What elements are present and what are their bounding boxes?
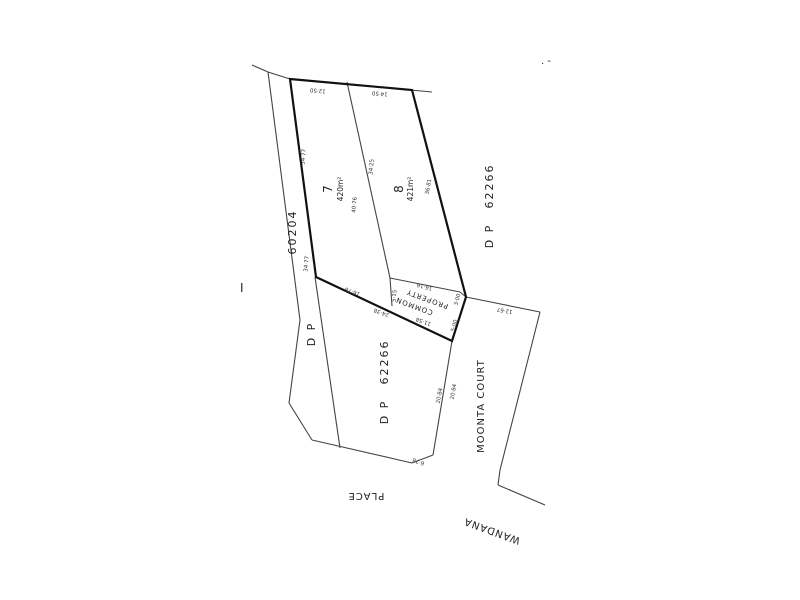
place-frontage	[311, 439, 413, 464]
moonta-north-boundary	[465, 296, 541, 313]
street-moonta-court: MOONTA COURT	[476, 359, 487, 453]
dim-top-lot7: 12·50	[309, 86, 326, 93]
east-boundary-tail	[497, 469, 501, 486]
dim-cp-east: 3·00	[454, 293, 463, 307]
dim-moonta-frontage: 12·67	[496, 306, 513, 315]
dim-cp-north: 16·16	[416, 281, 433, 291]
dim-cp-west: 5·15	[391, 289, 398, 302]
dim-lot8-mid: 34·25	[368, 158, 375, 175]
lower-lot-divider	[314, 276, 341, 449]
dim-east-boundary-b: 20·84	[450, 383, 459, 400]
dim-cp-se: 5·00	[451, 319, 460, 333]
west-road-boundary-lower	[288, 319, 301, 404]
common-property-north	[389, 277, 461, 293]
street-wandana: WANDANA	[462, 515, 522, 546]
dimension-labels: 12·50 14·50 34·77 40·76 34·25 36·81 34·7…	[300, 86, 513, 466]
place-corner-upper	[288, 402, 313, 441]
lot7-lot8-divider	[346, 81, 391, 279]
west-road-boundary	[267, 71, 301, 321]
dim-lot7-west-lower: 34·77	[303, 255, 310, 272]
subject-parcel-outline	[288, 77, 468, 343]
moonta-east-boundary	[499, 311, 541, 471]
dp-60204-label: 60204	[286, 210, 299, 255]
street-place: PLACE	[348, 490, 385, 501]
dim-cp-south-b: 24·38	[373, 306, 390, 317]
corner-marks: . -	[541, 56, 551, 67]
dp-lower-number: 62266	[378, 340, 391, 385]
left-mark: I	[240, 281, 244, 295]
dim-top-lot8: 14·50	[371, 89, 388, 96]
top-left-boundary	[267, 71, 291, 80]
top-left-kink	[251, 64, 269, 73]
dim-place-corner: 6·78	[411, 456, 425, 466]
moonta-west-boundary	[432, 340, 453, 456]
dp-lower-prefix: D P	[378, 400, 391, 425]
lot-7-area: 420m²	[336, 177, 345, 202]
dim-lot7-east: 40·76	[351, 196, 358, 213]
dim-cp-south: 11·58	[415, 315, 432, 326]
dp-right-number: 62266	[483, 164, 496, 209]
dim-east-boundary-a: 20·84	[436, 387, 445, 404]
dp-right-prefix: D P	[483, 224, 496, 249]
common-property-west	[389, 277, 393, 307]
dim-lot7-south: 16·78	[344, 285, 361, 296]
lot-8-area: 421m²	[406, 177, 415, 202]
wandana-boundary	[497, 484, 546, 506]
dim-lot7-west: 34·77	[300, 148, 307, 165]
dp-left-label: D P	[305, 322, 318, 347]
place-corner-splay	[411, 454, 434, 464]
lot-7-number: 7	[321, 185, 335, 193]
lot-8-number: 8	[392, 185, 406, 193]
dim-lot8-east: 36·81	[425, 179, 434, 196]
